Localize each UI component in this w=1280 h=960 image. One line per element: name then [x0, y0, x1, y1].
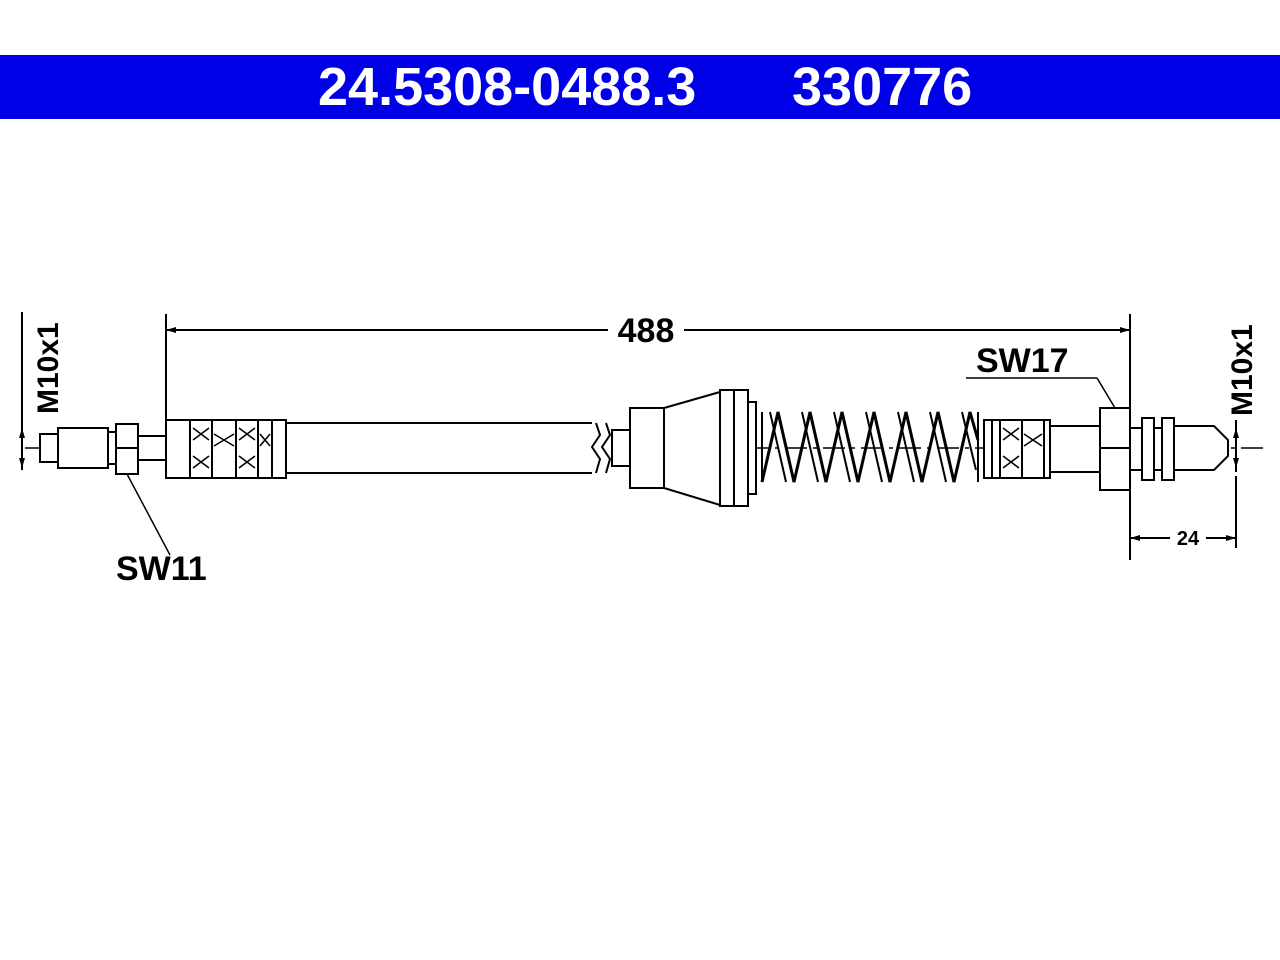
left-thread-label: M10x1: [32, 322, 65, 414]
sw17-leader: [966, 377, 1116, 409]
right-end-length-label: 24: [1177, 528, 1200, 550]
right-crimp-hatch: [1002, 427, 1043, 469]
part-number: 24.5308-0488.3: [318, 57, 697, 117]
hose-break-symbol: [590, 418, 612, 478]
right-fitting: [983, 407, 1229, 491]
right-wrench-label: SW17: [976, 342, 1069, 380]
hose-bracket: [611, 389, 757, 507]
protective-spring: [760, 411, 980, 483]
header-bar: 24.5308-0488.3 330776: [0, 55, 1280, 119]
right-thread-label: M10x1: [1226, 324, 1259, 416]
overall-length-label: 488: [618, 312, 675, 350]
left-wrench-label: SW11: [116, 550, 207, 588]
sw11-leader: [126, 473, 171, 556]
overall-length-dimension: [165, 314, 1131, 560]
left-crimp-hatch: [192, 427, 271, 469]
hose: [285, 422, 607, 474]
left-fitting: [39, 419, 287, 479]
reference-number: 330776: [792, 57, 973, 117]
